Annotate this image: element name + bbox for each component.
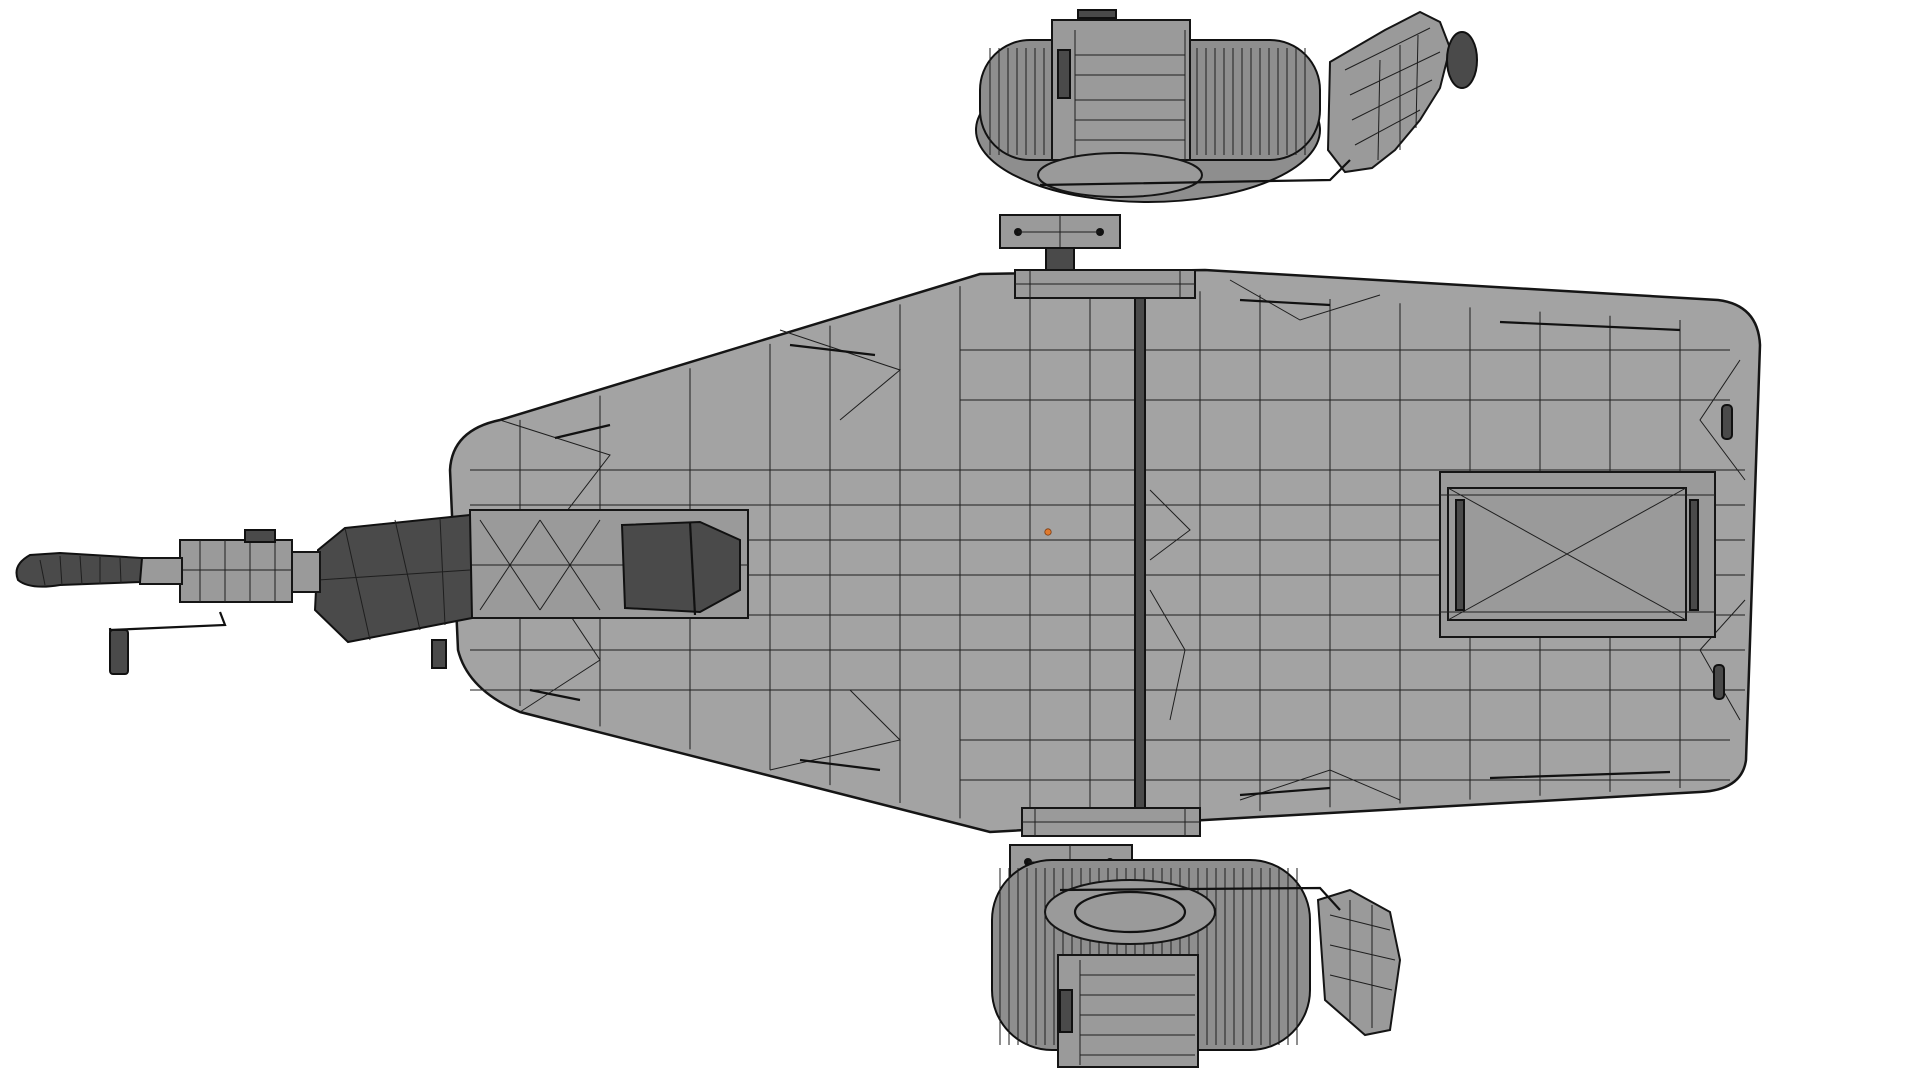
hitch-bolt — [431, 639, 447, 669]
rear-light-top — [1721, 404, 1733, 440]
rear-bracket-rib-left — [1455, 499, 1465, 611]
origin-dot-icon — [1044, 528, 1052, 536]
hitch-clamp — [289, 551, 321, 593]
hitch-top-bolt — [244, 529, 276, 543]
bottom-fender-bolt — [1059, 989, 1073, 1033]
trailer-body[interactable] — [448, 268, 1762, 837]
hitch-assembly[interactable] — [15, 513, 474, 675]
top-hub — [1037, 152, 1203, 198]
bottom-fender — [1057, 954, 1199, 1068]
trailer-bed — [448, 268, 1762, 834]
axle-beam — [1134, 271, 1146, 833]
hitch-shaft — [139, 557, 183, 585]
top-wheel-hub-cap — [1446, 31, 1478, 89]
rear-bracket-rib-right — [1689, 499, 1699, 611]
rear-light-bottom — [1713, 664, 1725, 700]
hitch-ball-clamp — [15, 551, 144, 588]
jack-handle[interactable] — [109, 629, 129, 675]
bottom-wheel-assembly[interactable] — [991, 844, 1402, 1068]
tongue-coupler-block — [620, 520, 741, 614]
top-fender-bolt — [1057, 49, 1071, 99]
bottom-hub — [1044, 879, 1216, 945]
top-fender-arm — [1326, 10, 1452, 174]
bottom-fender-arm — [1316, 888, 1402, 1037]
hitch-jack-body — [179, 539, 293, 603]
top-fender-tab — [1077, 9, 1117, 19]
top-wheel-assembly[interactable] — [975, 9, 1478, 271]
top-axle-stub — [1045, 247, 1075, 271]
top-fender — [1051, 19, 1191, 161]
